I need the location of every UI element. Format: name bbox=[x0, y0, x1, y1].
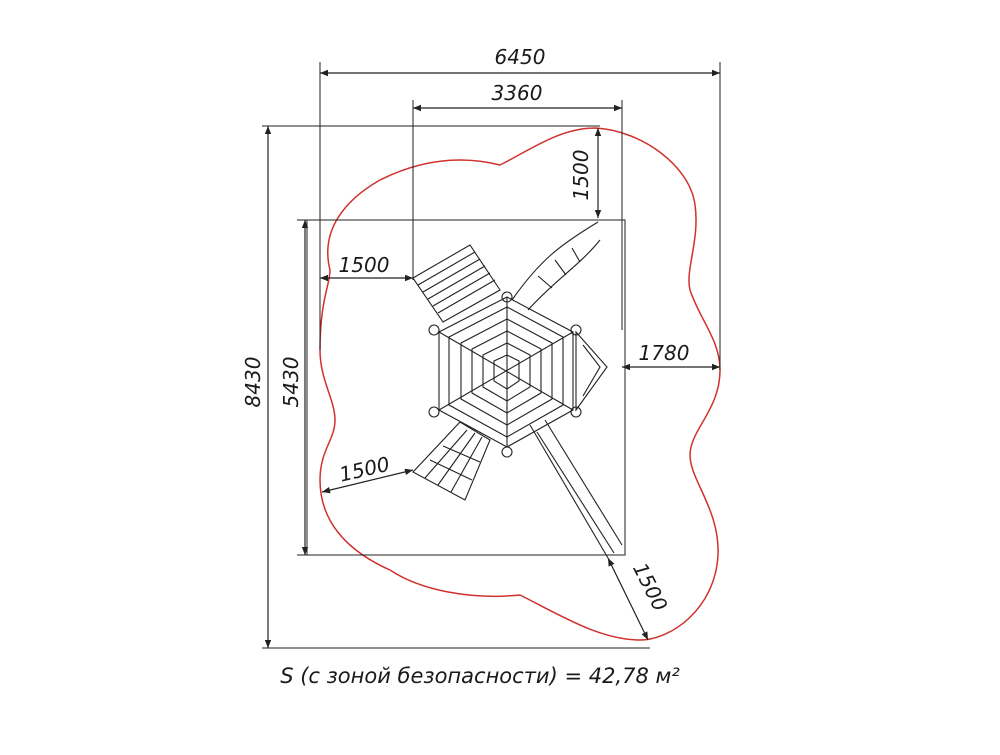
dim-overall-height: 8430 bbox=[241, 357, 265, 408]
area-caption: S (с зоной безопасности) = 42,78 м² bbox=[280, 664, 680, 688]
side-platform bbox=[575, 330, 608, 412]
rope-net bbox=[412, 421, 491, 501]
climbing-ladder bbox=[412, 244, 501, 323]
dim-overall-width: 6450 bbox=[495, 45, 546, 69]
dim-slide-clearance: 1500 bbox=[569, 150, 593, 201]
dim-right-clearance: 1780 bbox=[639, 341, 690, 365]
safety-zone-outline bbox=[319, 127, 721, 641]
curved-slide bbox=[511, 221, 601, 311]
extension-lines bbox=[262, 62, 721, 649]
dim-lower-left-clearance: 1500 bbox=[337, 452, 392, 487]
straight-slide bbox=[529, 419, 623, 559]
dimension-lines bbox=[264, 69, 720, 648]
dim-inner-width: 3360 bbox=[492, 81, 543, 105]
dim-left-clearance: 1500 bbox=[339, 253, 390, 277]
hexagonal-tower bbox=[428, 291, 582, 458]
dim-inner-height: 5430 bbox=[279, 357, 303, 408]
dim-lower-right-clearance: 1500 bbox=[628, 559, 672, 615]
